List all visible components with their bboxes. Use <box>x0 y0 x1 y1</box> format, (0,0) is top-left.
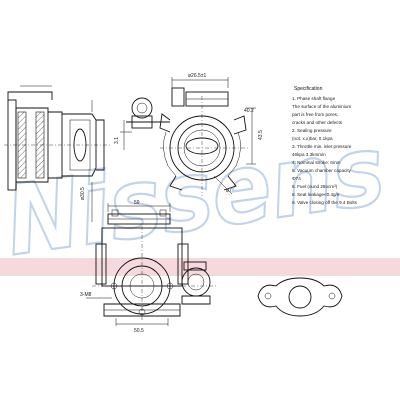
specification-block: Specification 1. Phase shaft flange The … <box>292 86 358 205</box>
spec-line: cracks and other defects <box>292 120 343 125</box>
spec-line: Φ74 <box>292 176 301 181</box>
spec-line: 46kpa 3.3kmmin <box>292 152 326 157</box>
spec-line: part is free from pores, <box>292 112 338 117</box>
front-view <box>120 77 256 196</box>
spec-line: 2. Sealing pressure <box>292 128 332 133</box>
dim-top-width: ø26.5±1 <box>188 73 207 79</box>
spec-line: 6. Fuel (ound 28ocm³) <box>292 184 338 189</box>
dim-bottom-right: ø7 <box>226 188 232 194</box>
spec-line: 3. Throttle min. inlet pressure <box>292 144 352 149</box>
side-view <box>4 85 112 222</box>
dim-left-vertical: ø30.5 <box>80 187 86 200</box>
dim-left-short: 3.1 <box>114 137 120 144</box>
spec-line: (not. x.x)bar, 0.1kpa <box>292 136 333 141</box>
dim-front-width: 59 <box>134 200 140 206</box>
spec-line: The surface of the aluminium <box>292 104 351 109</box>
spec-line: 9. Valve closing off the 9.4 Bolts <box>292 200 358 205</box>
dim-mount-label: 3-M8 <box>80 292 92 298</box>
spec-line: 4. Nominal stroke: 6mm <box>292 160 341 165</box>
spec-line: 1. Phase shaft flange <box>292 96 336 101</box>
bottom-view <box>86 203 216 326</box>
watermark-band <box>0 258 400 276</box>
spec-line: 8. Seat leakage<0.4g/s <box>292 192 340 197</box>
dim-bottom-front: 50.5 <box>134 328 144 334</box>
gasket-drawing <box>257 277 343 317</box>
spec-title: Specification <box>294 86 323 92</box>
dim-top-right-height: 40.2 <box>244 108 254 114</box>
dim-right-vertical: 43.5 <box>258 130 264 140</box>
spec-line: 5. Vacuum chamber capacity <box>292 168 352 173</box>
